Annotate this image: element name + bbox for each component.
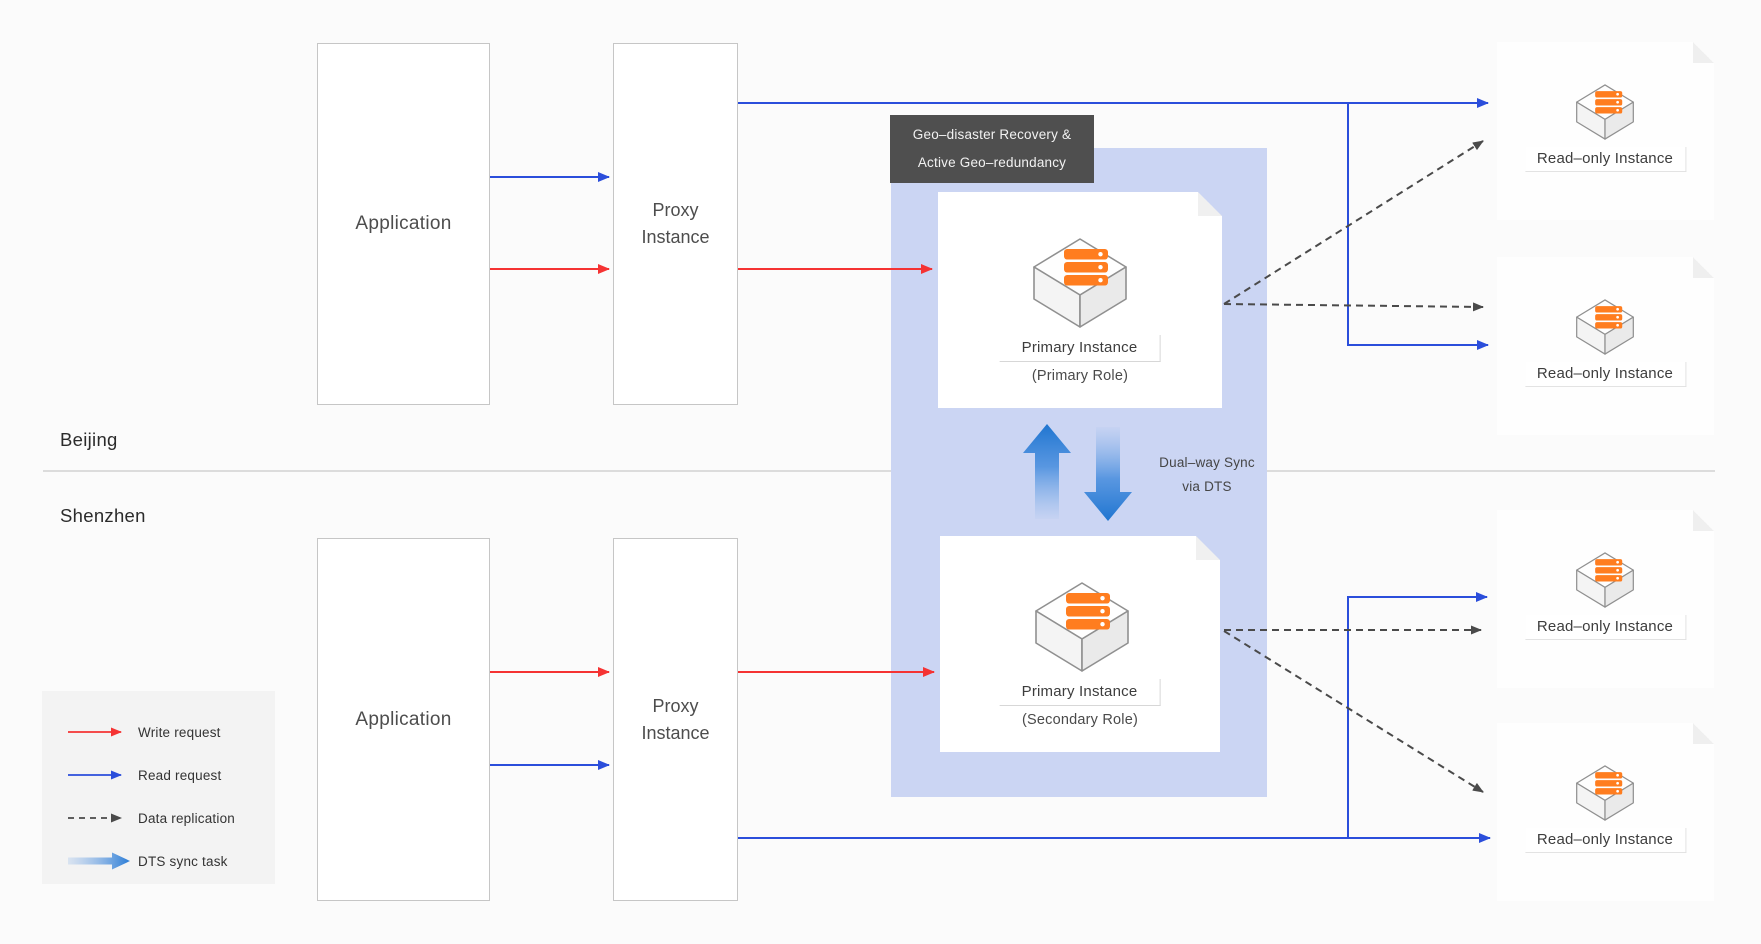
legend-item-data-replication: Data replication [67, 809, 235, 827]
primary-instance-role: (Primary Role) [1031, 368, 1129, 384]
dts-sync-caption-line1: Dual–way Sync [1159, 455, 1255, 470]
region-label-beijing: Beijing [60, 429, 118, 450]
proxy-instance-box-shenzhen: Proxy Instance [613, 538, 738, 901]
write-request-arrow-icon [68, 727, 122, 737]
legend-item-dts-sync-task: DTS sync task [67, 852, 228, 870]
database-icon [1573, 82, 1637, 142]
dts-sync-arrow-icon [68, 852, 130, 870]
geo-recovery-banner: Geo–disaster Recovery & Active Geo–redun… [890, 115, 1094, 183]
legend: Write request Read request [42, 691, 275, 884]
geo-recovery-banner-line1: Geo–disaster Recovery & [912, 127, 1072, 142]
read-request-arrow-icon [68, 770, 122, 780]
primary-instance-card-beijing: Primary Instance (Primary Role) [938, 192, 1222, 408]
readonly-instance-label: Read–only Instance [1525, 615, 1686, 640]
read-request-arrow-beijing-proxy-ro2 [1347, 103, 1489, 350]
application-box-shenzhen: Application [317, 538, 490, 901]
database-icon [1573, 763, 1637, 823]
readonly-instance-label: Read–only Instance [1525, 362, 1686, 387]
read-request-arrow-shenzhen-proxy-ro1 [1347, 592, 1488, 838]
readonly-instance-label: Read–only Instance [1525, 828, 1686, 853]
proxy-instance-label: Proxy Instance [641, 695, 710, 743]
database-icon [1573, 550, 1637, 610]
database-icon [1573, 297, 1637, 357]
geo-recovery-banner-line2: Active Geo–redundancy [917, 155, 1067, 170]
legend-label: DTS sync task [138, 853, 228, 869]
primary-instance-role: (Secondary Role) [1021, 712, 1139, 728]
legend-item-read-request: Read request [67, 766, 221, 784]
database-icon [1030, 579, 1134, 675]
legend-label: Data replication [138, 810, 236, 826]
application-label: Application [355, 213, 452, 234]
proxy-instance-box-beijing: Proxy Instance [613, 43, 738, 405]
application-label: Application [355, 708, 452, 730]
region-divider-line [43, 470, 1715, 472]
legend-label: Read request [138, 767, 222, 783]
application-box-beijing: Application [317, 43, 490, 405]
readonly-instance-label: Read–only Instance [1525, 147, 1686, 172]
data-replication-arrow-icon [68, 813, 122, 823]
readonly-instance-card-beijing-2: Read–only Instance [1497, 257, 1714, 435]
primary-instance-title: Primary Instance [1000, 679, 1161, 706]
dts-sync-caption-line2: via DTS [1182, 479, 1232, 494]
database-icon [1028, 235, 1132, 331]
readonly-instance-card-shenzhen-2: Read–only Instance [1497, 723, 1714, 901]
primary-instance-card-shenzhen: Primary Instance (Secondary Role) [940, 536, 1220, 752]
primary-instance-title: Primary Instance [1000, 335, 1161, 362]
proxy-instance-label: Proxy Instance [641, 200, 710, 247]
region-label-shenzhen: Shenzhen [60, 505, 146, 526]
readonly-instance-card-beijing-1: Read–only Instance [1497, 42, 1714, 220]
legend-label: Write request [138, 724, 221, 740]
legend-item-write-request: Write request [67, 723, 221, 741]
dts-sync-caption: Dual–way Sync via DTS [1146, 451, 1268, 499]
readonly-instance-card-shenzhen-1: Read–only Instance [1497, 510, 1714, 688]
